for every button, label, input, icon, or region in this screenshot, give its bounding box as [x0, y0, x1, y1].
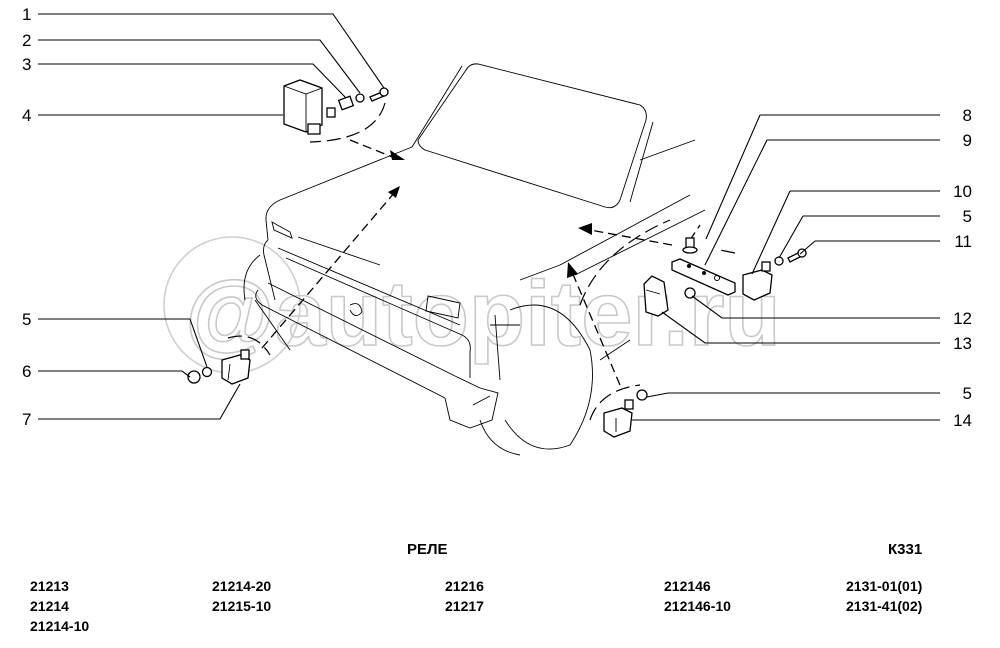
- model-number: 21217: [445, 598, 484, 614]
- callout-3: 3: [22, 55, 32, 74]
- car-outline: [243, 63, 706, 456]
- part-relay-box-13: [643, 275, 669, 317]
- assembly-arrows: [261, 139, 701, 386]
- callout-4: 4: [22, 106, 32, 125]
- model-number: 21214-10: [30, 618, 90, 634]
- callout-2: 2: [22, 31, 32, 50]
- callout-9: 9: [962, 131, 972, 150]
- callout-11: 11: [954, 232, 972, 251]
- model-number: 21213: [30, 578, 69, 594]
- model-number: 212146: [664, 578, 711, 594]
- leader-lines-left: [38, 13, 385, 420]
- model-number: 21214: [30, 598, 69, 614]
- callout-12: 12: [953, 309, 972, 328]
- model-column-1: 21213 21214 21214-10: [30, 576, 89, 636]
- callout-5-lower: 5: [962, 384, 972, 403]
- callout-5-left: 5: [22, 310, 32, 329]
- part-bolt-11: [787, 248, 807, 263]
- part-bolt-1: [369, 87, 389, 102]
- part-washer-5-left: [201, 366, 213, 378]
- part-nut-12: [684, 287, 696, 299]
- model-number: 2131-41(02): [846, 598, 923, 614]
- callout-13: 13: [953, 334, 972, 353]
- part-washer-5-right: [774, 256, 784, 266]
- callout-8: 8: [962, 106, 972, 125]
- model-number: 21216: [445, 578, 484, 594]
- model-number: 212146-10: [664, 598, 731, 614]
- diagram-code: К331: [888, 541, 923, 558]
- part-washer-2: [355, 93, 365, 103]
- leader-lines-right: [632, 114, 940, 421]
- part-bracket-9: [671, 258, 736, 296]
- model-column-2: 21214-20 21215-10: [212, 576, 271, 616]
- part-nut-6: [187, 370, 201, 384]
- callout-10: 10: [953, 182, 972, 201]
- part-relay-box-4: [283, 79, 336, 135]
- callout-7: 7: [22, 410, 32, 429]
- part-clip-3: [337, 95, 355, 111]
- part-relay-14: [603, 399, 634, 438]
- part-relay-7: [221, 349, 251, 385]
- model-number: 21215-10: [212, 598, 272, 614]
- part-washer-5-lower: [636, 389, 648, 401]
- callout-1: 1: [22, 5, 32, 24]
- model-column-3: 21216 21217: [445, 576, 484, 616]
- diagram-title: РЕЛЕ: [407, 541, 448, 558]
- model-column-5: 2131-01(01) 2131-41(02): [846, 576, 922, 616]
- model-number: 21214-20: [212, 578, 272, 594]
- callout-5-right: 5: [962, 207, 972, 226]
- part-stud-8: [682, 237, 698, 254]
- group-arcs: [227, 102, 736, 421]
- callout-14: 14: [953, 411, 972, 430]
- part-relay-10: [742, 261, 773, 301]
- callout-6: 6: [22, 362, 32, 381]
- model-column-4: 212146 212146-10: [664, 576, 731, 616]
- watermark: @autopiter.ru: [163, 236, 782, 374]
- model-number: 2131-01(01): [846, 578, 923, 594]
- watermark-text: @autopiter.ru: [185, 263, 781, 365]
